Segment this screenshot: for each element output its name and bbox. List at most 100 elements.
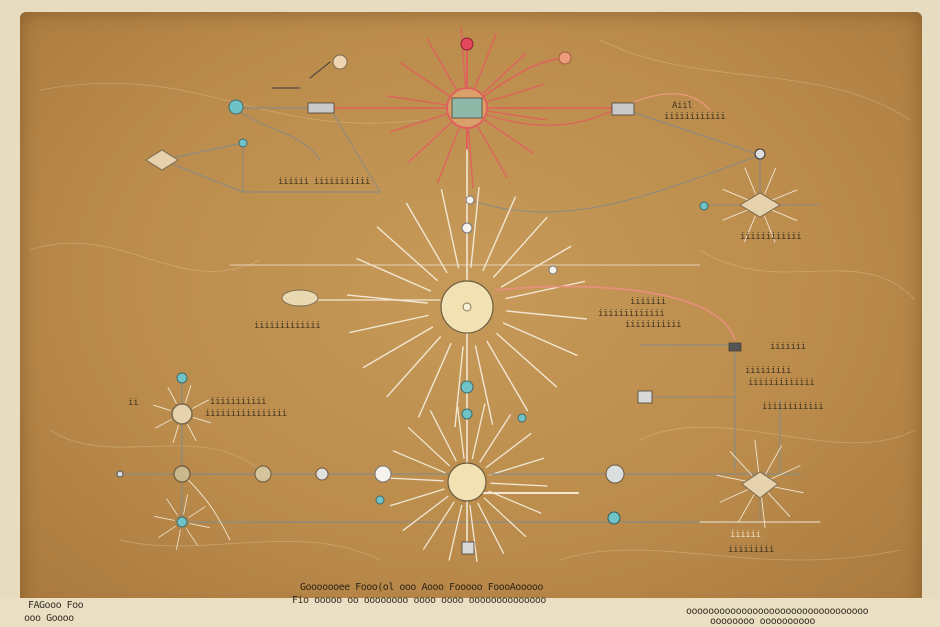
- crease-5: [639, 426, 916, 444]
- hub-middle-arc: [494, 285, 736, 341]
- hub-middle-ray-1: [502, 322, 578, 356]
- hub-middle-ray-15: [470, 186, 480, 268]
- node-gray-bottom: [461, 541, 475, 555]
- node-br-gray: [605, 464, 625, 484]
- hub-bottom-ray-3: [477, 502, 505, 554]
- hub-middle-ray-14: [440, 189, 460, 269]
- footer-left-2: ooo Goooo: [24, 613, 74, 624]
- hub-middle-ray-16: [482, 196, 516, 272]
- label-mid-right-a: iiiiiii: [630, 297, 666, 307]
- node-bl-upper-ray-7: [192, 399, 209, 409]
- hub-bottom-ray-2: [483, 497, 527, 538]
- edge-top-to-label: [329, 107, 381, 193]
- node-bl-bottom-ray-6: [183, 494, 188, 515]
- edge-right-top: [619, 107, 761, 205]
- hub-top-ray-9: [426, 38, 457, 90]
- hub-bottom-ray-13: [456, 401, 465, 459]
- hub-top-ray-4: [437, 127, 460, 184]
- hub-middle-ray-12: [376, 226, 438, 282]
- diagram-edges: [114, 27, 821, 563]
- label-top-right-a: Aiil: [672, 101, 693, 111]
- node-diamond-br: [741, 471, 779, 499]
- crease-4: [49, 429, 261, 471]
- node-bl-upper-ray-1: [187, 424, 197, 441]
- hub-top-ray-10: [460, 27, 467, 87]
- node-bl-bottom-ray-2: [176, 529, 181, 550]
- hub-bottom-ray-16: [485, 433, 532, 469]
- tick-b: [309, 61, 331, 79]
- hub-bottom-core: [447, 462, 487, 502]
- node-gray-tr: [611, 102, 635, 116]
- node-ellipse-mid-left: [281, 289, 319, 307]
- hub-bottom-ray-12: [429, 410, 457, 462]
- node-bl-bottom-ray-1: [186, 528, 198, 546]
- hub-middle-ray-0: [506, 310, 588, 320]
- diamond-right-ray-5: [744, 167, 756, 195]
- node-dark-mid-right: [728, 342, 742, 352]
- node-white-mid: [461, 222, 473, 234]
- diamond-br-ray-9: [770, 465, 801, 480]
- node-bl-upper-ray-4: [152, 404, 171, 411]
- node-bl-bottom-ray-3: [158, 526, 176, 538]
- edge-tl-curve: [235, 107, 321, 161]
- diamond-br-ray-4: [719, 488, 750, 503]
- diamond-right-ray-2: [743, 215, 756, 243]
- diamond-right-ray-0: [770, 209, 798, 222]
- hub-top-ray-3: [467, 129, 474, 189]
- node-teal-bl-top: [176, 372, 188, 384]
- node-bl-bottom-ray-5: [166, 498, 178, 516]
- crease-6: [119, 539, 381, 561]
- hub-top-ray-13: [487, 83, 545, 103]
- diamond-right-ray-7: [770, 189, 798, 201]
- node-teal-br: [607, 511, 621, 525]
- hub-top-ray-11: [474, 32, 497, 89]
- label-bottom-right-b: iiiiiiiii: [728, 545, 775, 555]
- hub-bottom-ray-4: [469, 505, 478, 563]
- diamond-br-ray-1: [767, 492, 791, 517]
- node-bl-upper-ray-6: [185, 384, 192, 403]
- label-mid-left: iiiiiiiiiiiii: [254, 321, 321, 331]
- hub-bottom-ray-10: [392, 450, 446, 474]
- hub-top-ray-7: [387, 95, 446, 106]
- hub-top-ray-2: [477, 126, 508, 178]
- diamond-br-ray-3: [737, 493, 755, 523]
- node-teal-bottom-right: [517, 413, 527, 423]
- node-bl-mid: [173, 465, 191, 483]
- diamond-right-ray-1: [764, 215, 776, 243]
- hub-middle-ray-8: [362, 326, 434, 369]
- edge-left-bottom: [161, 159, 380, 193]
- diamond-right-ray-6: [764, 167, 777, 195]
- label-left-lower-a: ii: [128, 398, 139, 408]
- label-right-upper: iiiiiiiiiiii: [740, 232, 802, 242]
- hub-top-ray-8: [400, 62, 450, 97]
- hub-top-core: [451, 97, 483, 119]
- caption-line-2: Fio ooooo oo oooooooo oooo oooo oooooooo…: [292, 595, 546, 606]
- label-top-right-b: iiiiiiiiiiii: [664, 112, 726, 122]
- label-right-lower-c: iiiiiiiiiiiii: [748, 378, 815, 388]
- edge-bl-curve: [181, 473, 231, 541]
- hub-middle-ray-7: [386, 336, 442, 398]
- hub-middle-ray-18: [500, 245, 572, 288]
- hub-middle-ray-2: [496, 332, 558, 388]
- caption-line-1: Gooooooee Fooo(ol ooo Aooo Fooooo FoooAo…: [300, 582, 543, 593]
- hub-top-ray-12: [482, 52, 527, 94]
- hub-middle-center: [462, 302, 472, 312]
- edge-right-curve: [469, 154, 761, 213]
- hub-top-ray-5: [407, 122, 452, 164]
- hub-top-ray-1: [484, 119, 534, 154]
- crease-3: [699, 249, 916, 301]
- hub-middle-ray-9: [349, 314, 429, 334]
- node-white-top: [465, 195, 475, 205]
- hub-bottom-ray-15: [479, 414, 512, 463]
- node-bl-bottom-ray-7: [188, 506, 206, 518]
- hub-middle-ray-3: [486, 340, 529, 412]
- hub-top-ray-6: [389, 113, 447, 133]
- diagram-nodes: [116, 37, 781, 555]
- node-bl-gray: [315, 467, 329, 481]
- hub-middle-ray-10: [346, 294, 428, 304]
- label-mid-right-b: iiiiiiiiiiiii: [598, 309, 665, 319]
- hub-bottom-ray-11: [407, 426, 451, 467]
- node-diamond-right: [739, 192, 781, 218]
- node-white-bottom-left: [374, 465, 392, 483]
